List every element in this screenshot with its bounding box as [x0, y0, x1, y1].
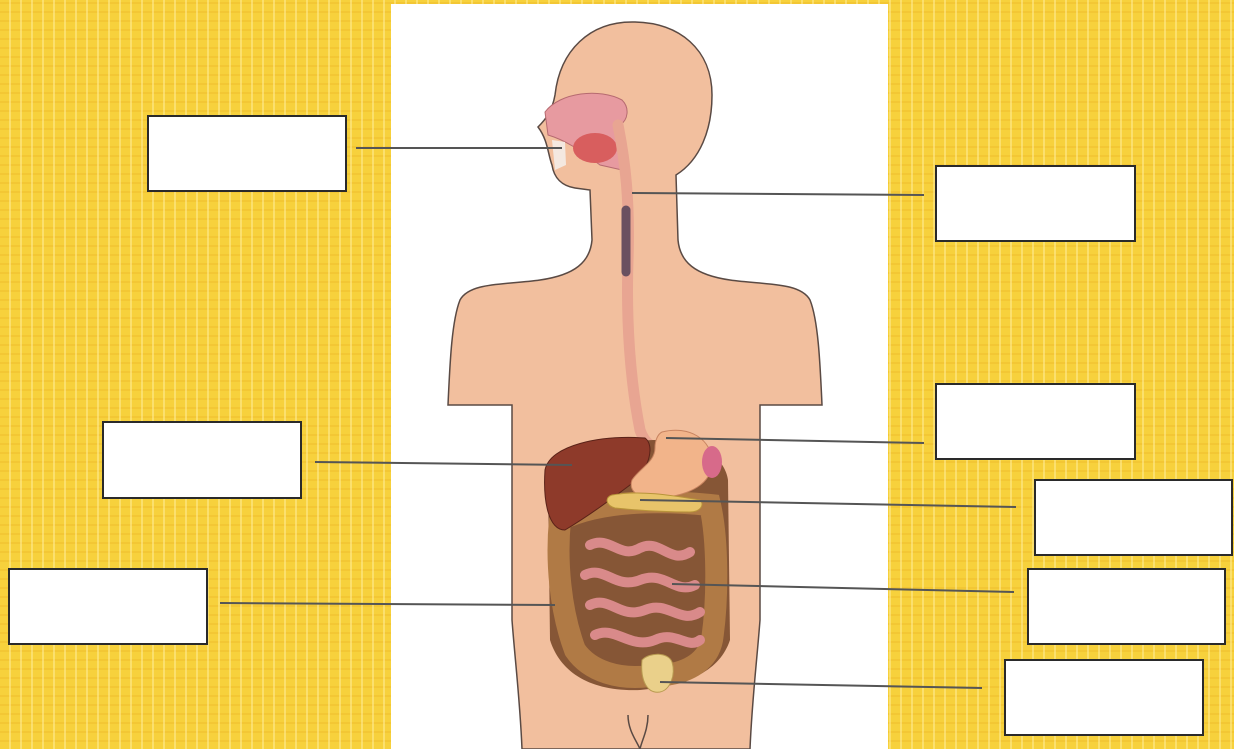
rectum — [642, 654, 674, 692]
label-box-stomach[interactable] — [935, 383, 1136, 460]
label-box-liver[interactable] — [102, 421, 302, 499]
leader-line-large-intestine — [220, 603, 555, 605]
label-box-pancreas[interactable] — [1034, 479, 1233, 556]
label-box-large-intestine[interactable] — [8, 568, 208, 645]
label-box-esophagus[interactable] — [935, 165, 1136, 242]
label-box-rectum[interactable] — [1004, 659, 1204, 736]
label-box-small-intestine[interactable] — [1027, 568, 1226, 645]
tongue — [573, 133, 617, 163]
label-box-mouth[interactable] — [147, 115, 347, 192]
spleen — [702, 446, 722, 478]
